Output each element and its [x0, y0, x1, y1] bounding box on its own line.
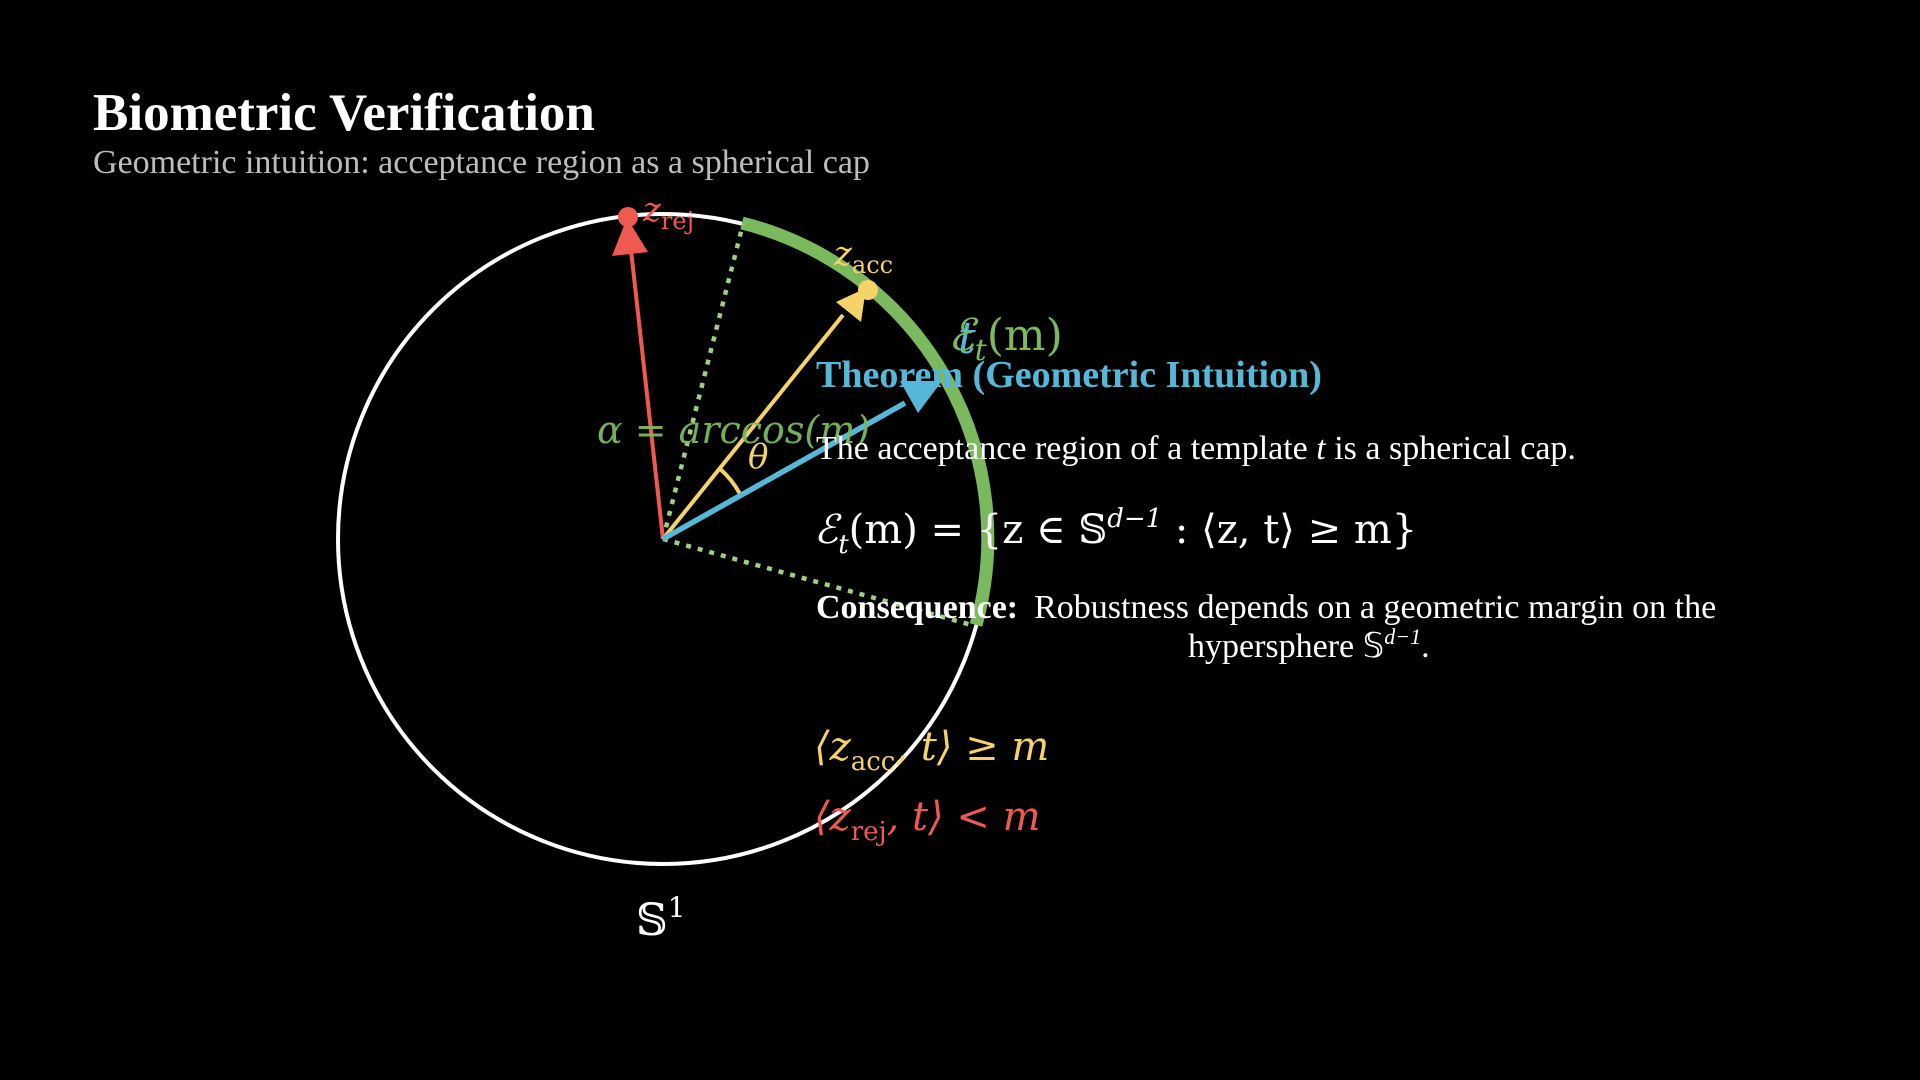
z-rej-point [618, 207, 638, 227]
z-acc-vector [661, 313, 845, 541]
z-rej-vector [629, 249, 665, 540]
inequality-rejected: ⟨zrej, t⟩ < m [814, 794, 1041, 847]
inequality-accepted: ⟨zacc, t⟩ ≥ m [814, 724, 1049, 777]
cap-label: ℰt(m) [948, 310, 1063, 368]
page-title: Biometric Verification [93, 84, 595, 142]
theorem-formula: ℰt(m) = {z ∈ 𝕊d−1 : ⟨z, t⟩ ≥ m} [814, 504, 1417, 560]
z-rej-label: zrej [642, 190, 694, 235]
sphere-label: 𝕊1 [636, 891, 686, 946]
alpha-label: α = arccos(m) [597, 408, 870, 452]
page-subtitle: Geometric intuition: acceptance region a… [93, 144, 870, 181]
z-acc-label: zacc [833, 234, 893, 279]
template-arrowhead [900, 381, 942, 413]
z-acc-point [858, 280, 878, 300]
theorem-statement: The acceptance region of a template t is… [816, 430, 1576, 467]
consequence-line-2: hypersphere 𝕊d−1. [1188, 624, 1430, 665]
theta-angle-arc [717, 466, 742, 495]
z-rej-arrowhead [612, 218, 648, 256]
template-label: t [958, 313, 976, 364]
z-acc-arrowhead [836, 288, 866, 322]
template-vector [661, 400, 907, 542]
acceptance-cap-arc [740, 216, 995, 627]
consequence-line-1: Consequence:Robustness depends on a geom… [816, 589, 1716, 626]
theta-label: θ [748, 437, 768, 477]
theorem-heading: Theorem (Geometric Intuition) [816, 354, 1322, 396]
